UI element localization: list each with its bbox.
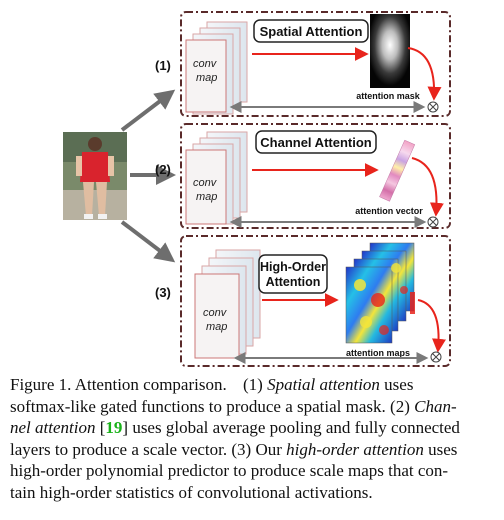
output-label-1: attention mask: [356, 91, 421, 101]
attention-vector-image: [379, 139, 416, 202]
caption-line-4: layers to produce a scale vector. (3) Ou…: [10, 439, 458, 459]
caption-line-3: nel attention [19] uses global average p…: [10, 418, 460, 437]
output-label-3: attention maps: [346, 348, 410, 358]
branch-arrow-3: [120, 220, 176, 263]
conv-map-stack-1: conv map: [185, 21, 248, 115]
caption-line-5: high-order polynomial predictor to produ…: [10, 461, 449, 480]
term-channel-attention-b: nel attention: [10, 418, 96, 437]
conv-label-1a: conv: [193, 58, 218, 70]
conv-label-1b: map: [196, 72, 217, 84]
conv-map-stack-2: conv map: [185, 131, 248, 225]
conv-label-3a: conv: [203, 307, 228, 319]
term-spatial-attention: Spatial attention: [267, 375, 380, 394]
attention-comparison-figure: (1) conv map Spatial Attention attention…: [63, 11, 451, 367]
conv-label-2b: map: [196, 191, 217, 203]
conv-label-2a: conv: [193, 177, 218, 189]
output-label-2: attention vector: [355, 206, 423, 216]
red-curve-1: [407, 47, 442, 101]
branch-arrows: [120, 89, 176, 263]
title-box-2: [255, 130, 377, 154]
citation-link[interactable]: 19: [105, 418, 123, 437]
panel-title-3a: High-Order: [260, 260, 326, 274]
term-channel-attention-a: Chan-: [414, 396, 457, 416]
caption-line-2: softmax-like gated functions to produce …: [10, 396, 457, 416]
panel-number-2: (2): [155, 162, 171, 177]
conv-map-stack-3: conv map: [194, 249, 261, 359]
panel-channel-attention: (2) conv map Channel Attention attention…: [155, 123, 451, 229]
panel-title-3b: Attention: [266, 275, 321, 289]
panel-spatial-attention: (1) conv map Spatial Attention attention…: [155, 11, 451, 117]
conv-label-3b: map: [206, 321, 227, 333]
panel-title-2: Channel Attention: [260, 135, 372, 150]
panel-title-1: Spatial Attention: [260, 24, 363, 39]
figure-caption: Figure 1. Attention comparison. (1) Spat…: [10, 374, 498, 503]
attention-mask-image: [370, 14, 410, 88]
red-curve-3: [417, 299, 446, 353]
caption-line-1: Figure 1. Attention comparison. (1) Spat…: [10, 375, 414, 394]
caption-line-6: tain high-order statistics of convolutio…: [10, 482, 373, 502]
term-high-order-attention: high-order attention: [286, 439, 424, 459]
attention-maps-stack: [345, 242, 415, 344]
red-curve-2: [411, 157, 444, 217]
figure-label: Figure 1. Attention comparison.: [10, 375, 227, 394]
person-input-image: [63, 132, 127, 220]
branch-arrow-1: [120, 89, 176, 132]
panel-number-3: (3): [155, 285, 171, 300]
title-box-1: [253, 19, 369, 43]
title-box-3: [258, 254, 328, 294]
panel-number-1: (1): [155, 58, 171, 73]
panel-high-order-attention: (3) conv map High-Order Attention attent…: [155, 235, 451, 367]
